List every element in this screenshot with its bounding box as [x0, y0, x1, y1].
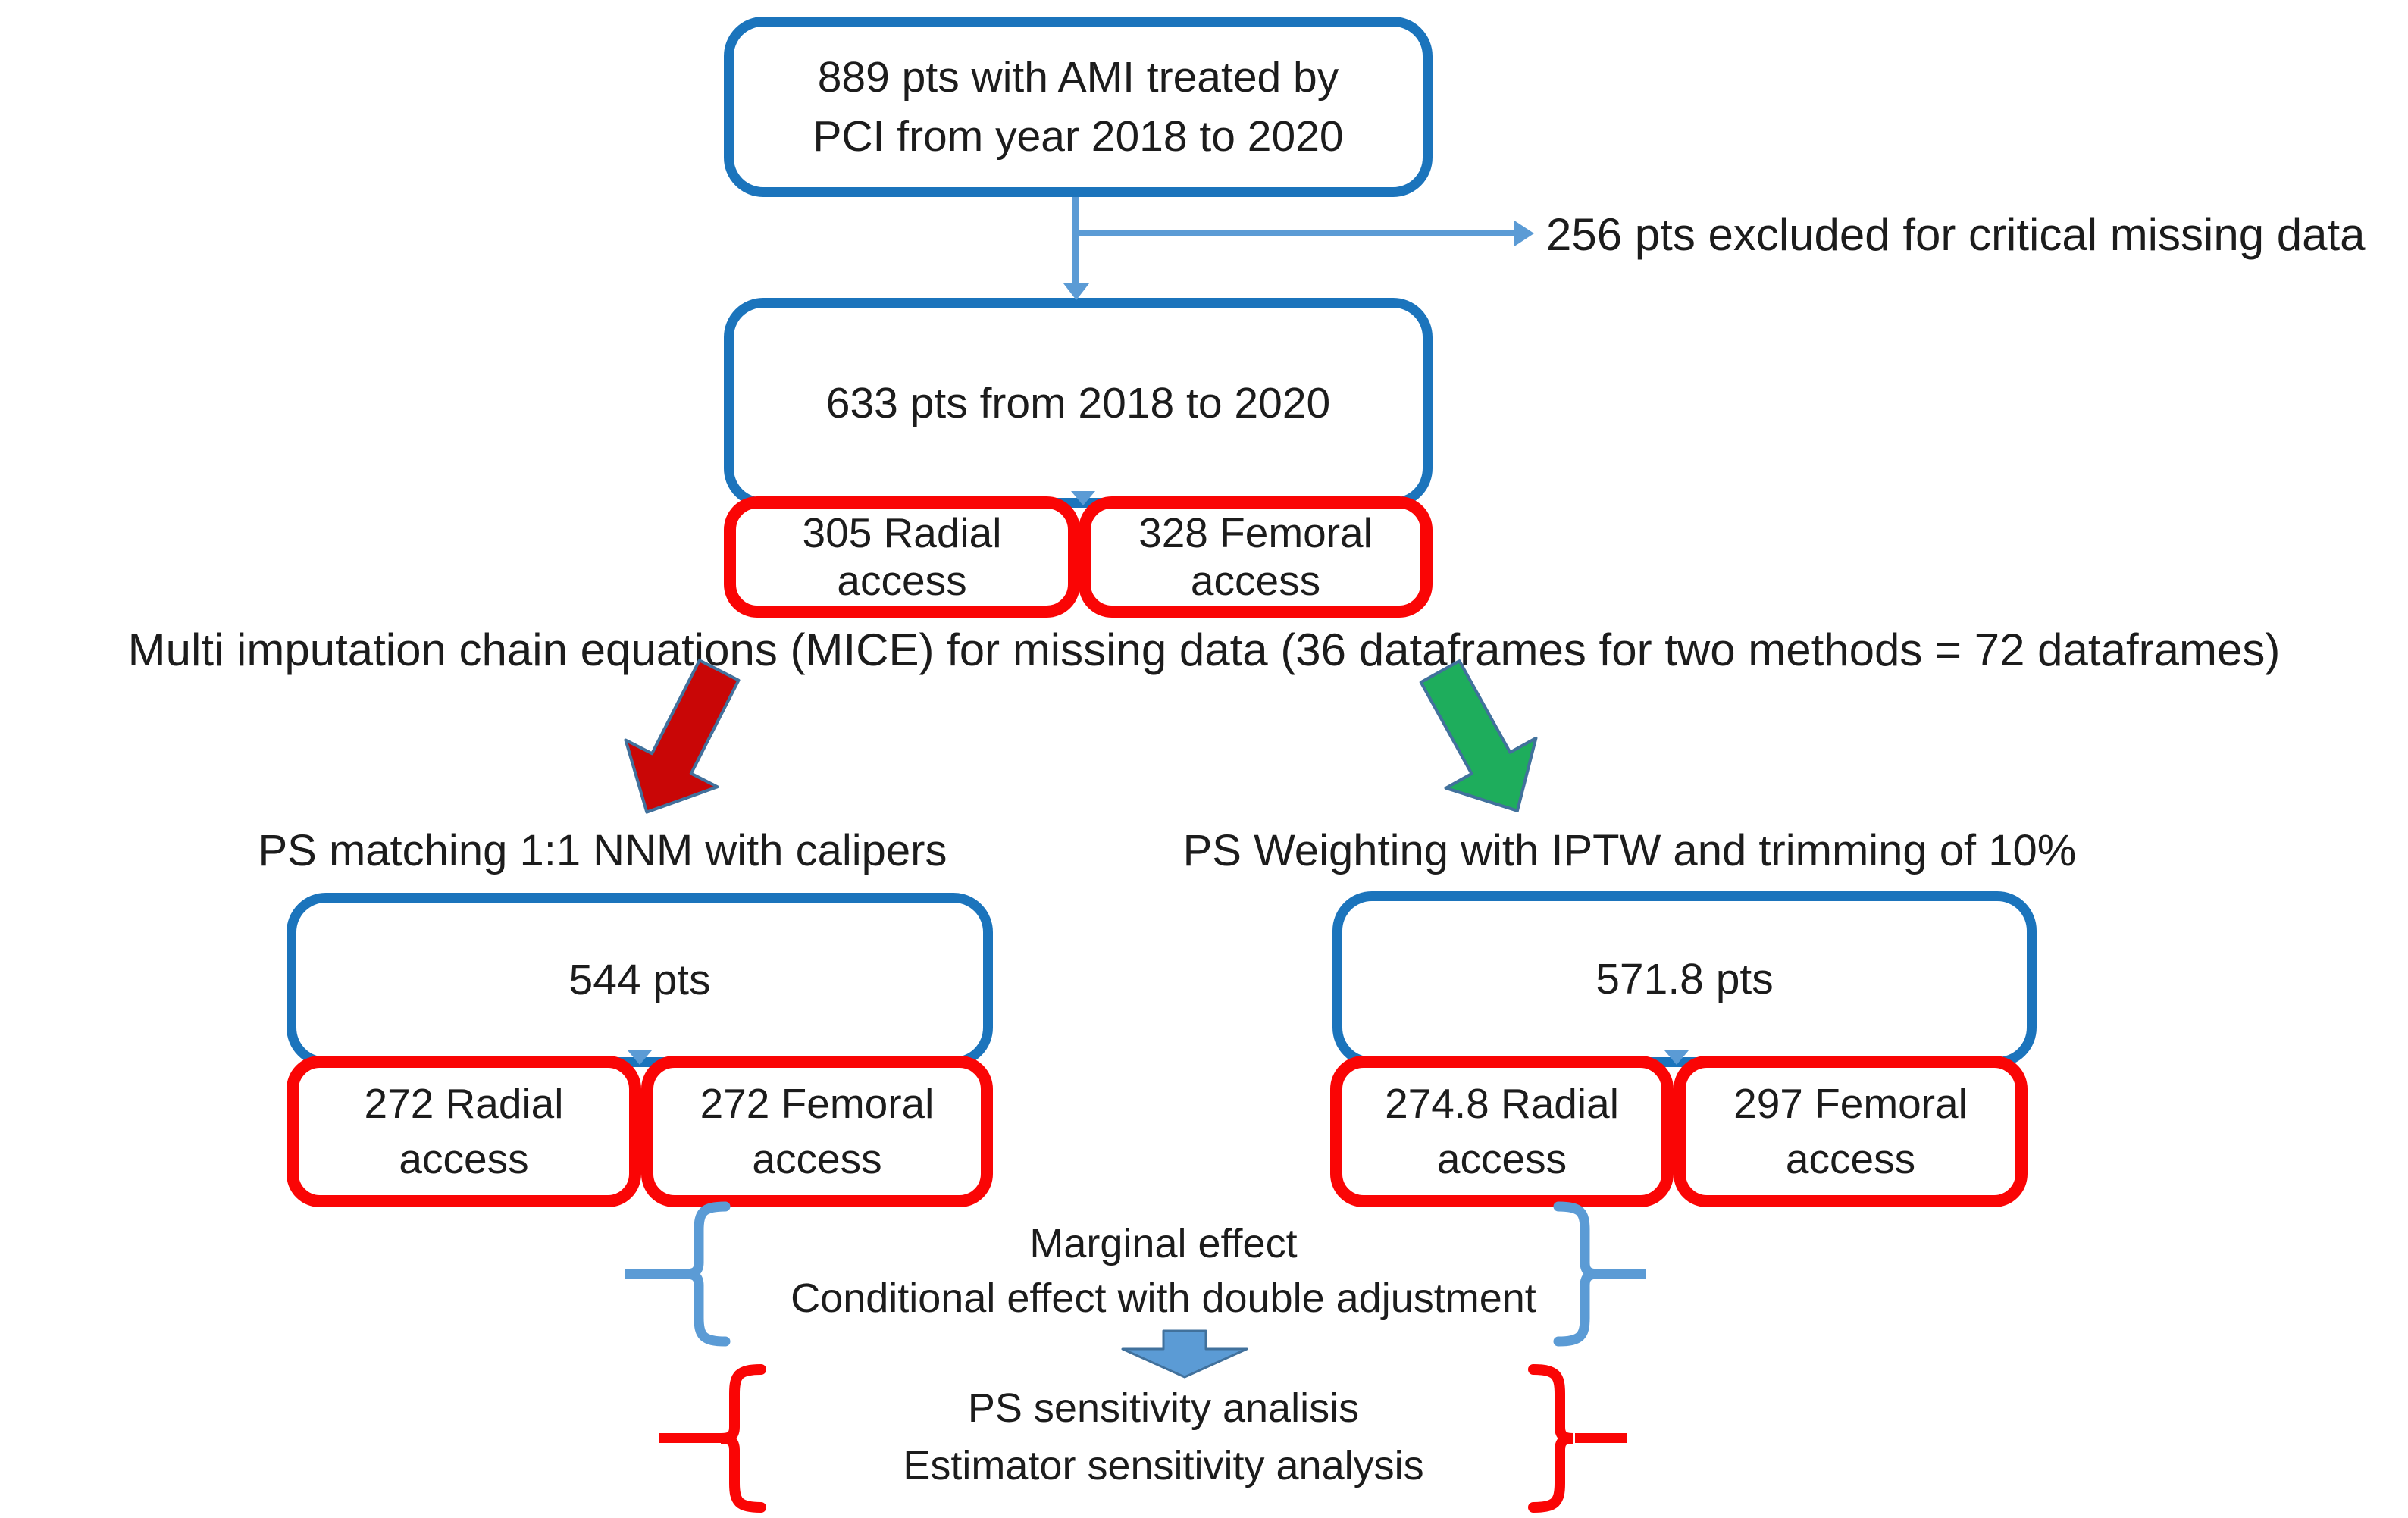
right-blue-brace-icon	[1553, 1201, 1599, 1347]
down-arrowhead-icon	[1063, 283, 1089, 300]
red-block-arrow-icon	[624, 659, 741, 814]
box-femoral-297: 297 Femoral access	[1674, 1056, 2028, 1207]
box-total-patients: 889 pts with AMI treated by PCI from yea…	[724, 17, 1433, 197]
down-arrowhead-icon	[1071, 491, 1095, 505]
left-red-brace-icon	[720, 1364, 766, 1513]
down-arrowhead-icon	[628, 1050, 652, 1065]
box-matched-544: 544 pts	[287, 893, 993, 1067]
left-branch-heading: PS matching 1:1 NNM with calipers	[258, 826, 947, 875]
right-red-brace-icon	[1528, 1364, 1574, 1513]
box-radial-272: 272 Radial access	[287, 1056, 641, 1207]
left-blue-brace-icon	[684, 1201, 731, 1347]
box-femoral-328: 328 Femoral access	[1079, 496, 1433, 618]
effects-note: Marginal effect Conditional effect with …	[791, 1221, 1536, 1321]
blue-brace-stub-left	[625, 1269, 685, 1279]
box-radial-274-8: 274.8 Radial access	[1330, 1056, 1674, 1207]
red-brace-stub-left	[659, 1433, 722, 1443]
blue-block-arrow-icon	[1121, 1329, 1248, 1379]
down-arrowhead-icon	[1664, 1050, 1689, 1065]
box-cohort-633: 633 pts from 2018 to 2020	[724, 298, 1433, 508]
blue-brace-stub-right	[1595, 1269, 1646, 1279]
excluded-note: 256 pts excluded for critical missing da…	[1546, 209, 2366, 260]
mice-note: Multi imputation chain equations (MICE) …	[127, 624, 2281, 675]
connector-line-total-to-cohort	[1072, 196, 1079, 286]
connector-line-excluded	[1076, 230, 1514, 236]
box-weighted-571-8: 571.8 pts	[1332, 891, 2037, 1067]
red-brace-stub-right	[1575, 1433, 1627, 1443]
sensitivity-note: PS sensitivity analisis Estimator sensit…	[903, 1385, 1424, 1488]
box-radial-305: 305 Radial access	[724, 496, 1080, 618]
green-block-arrow-icon	[1419, 659, 1538, 812]
right-arrowhead-icon	[1514, 221, 1534, 246]
right-branch-heading: PS Weighting with IPTW and trimming of 1…	[1182, 826, 2077, 875]
box-femoral-272: 272 Femoral access	[641, 1056, 993, 1207]
